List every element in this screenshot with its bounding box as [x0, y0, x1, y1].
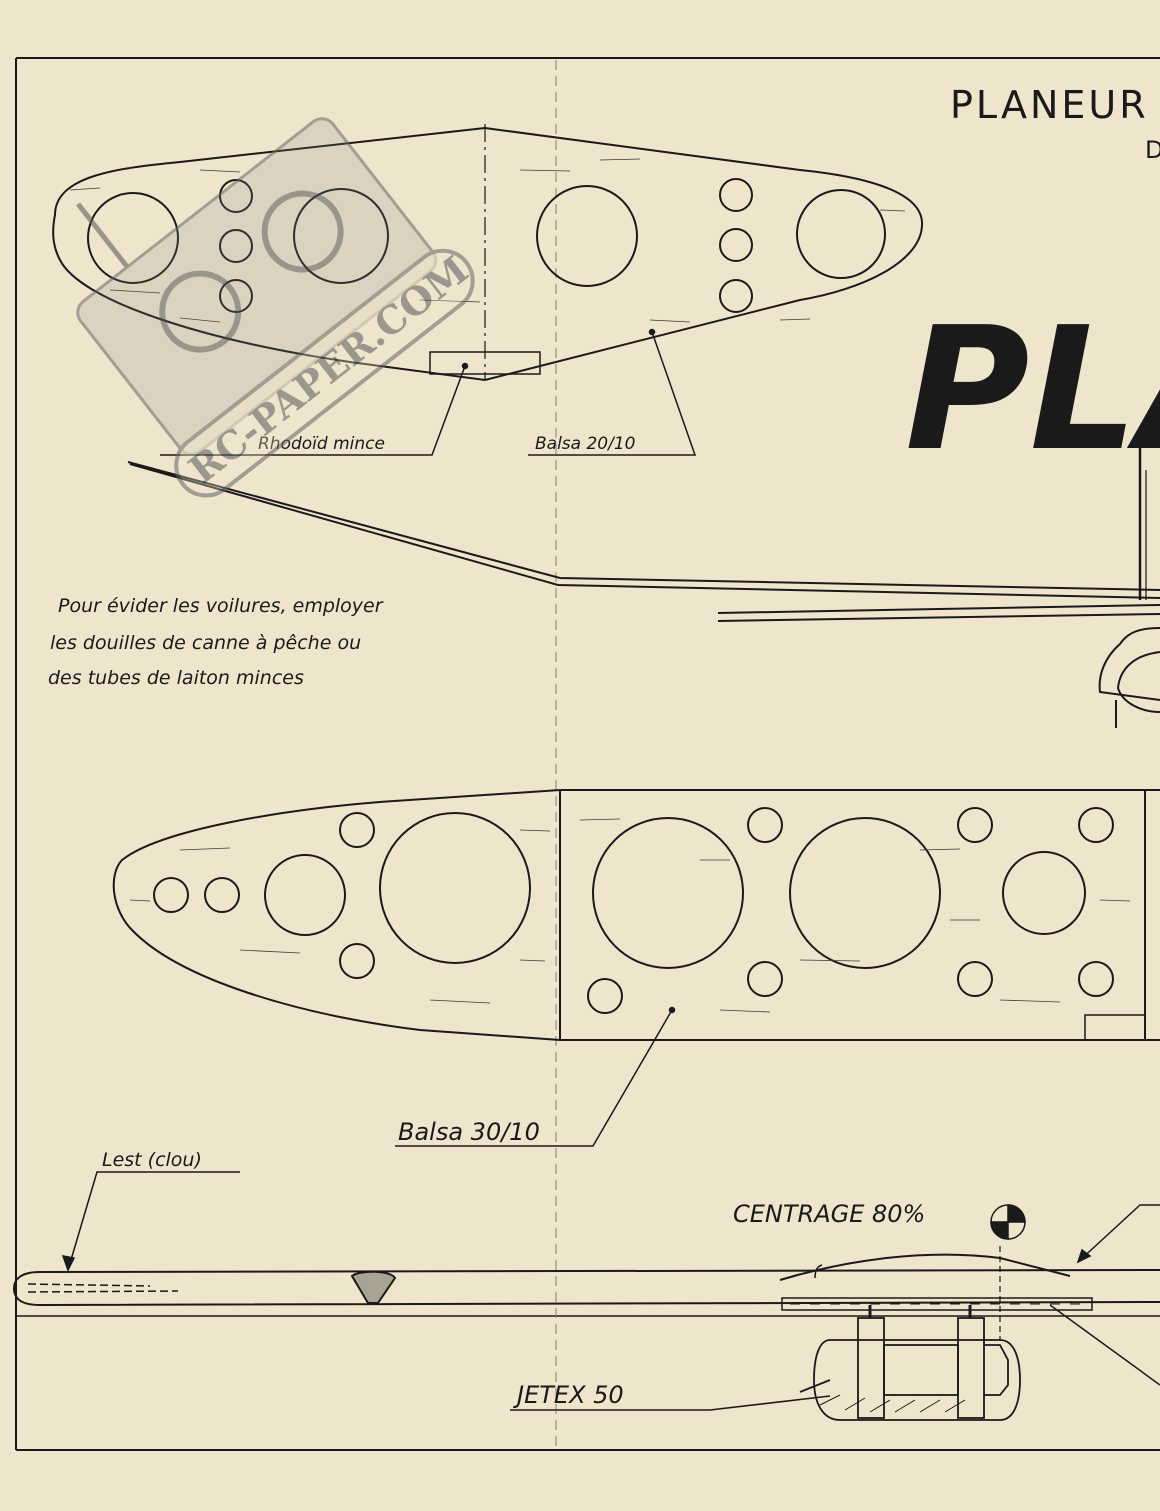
lest-label: Lest (clou)	[102, 1149, 202, 1171]
plan-subtitle: D	[1145, 136, 1160, 164]
balsa-wing-label: Balsa 30/10	[398, 1118, 540, 1146]
rc-paper-watermark: RC-PAPER.COM	[76, 117, 476, 498]
wing-leader	[395, 1006, 676, 1147]
lest-nail	[27, 1283, 179, 1293]
jetex-mount-plate	[781, 1297, 1093, 1311]
wing-outline	[112, 789, 1160, 1041]
tailplane-drawing	[52, 124, 924, 382]
note-line-1: Pour évider les voilures, employer	[58, 595, 384, 617]
note-line-3: des tubes de laiton minces	[48, 667, 304, 689]
note-line-2: les douilles de canne à pêche ou	[50, 632, 361, 654]
wing-saddle	[350, 1270, 397, 1304]
rhodoid-patch	[429, 351, 541, 375]
lest-leader	[61, 1171, 240, 1272]
tailplane-outline	[52, 126, 924, 382]
wing-root-patch	[1084, 1014, 1146, 1041]
fuselage-boom	[12, 1269, 1160, 1307]
tail-leaders	[160, 328, 697, 456]
wing-grain	[129, 818, 1131, 1013]
big-title: PLA	[905, 291, 1160, 489]
fuselage-front	[1098, 627, 1160, 701]
front-wing-dihedral	[127, 461, 1160, 599]
jetex-motor	[799, 1305, 1021, 1421]
jetex-leader	[510, 1395, 831, 1411]
wing-drawing	[112, 789, 1160, 1041]
jetex-body	[813, 1339, 1021, 1421]
jetex-label: JETEX 50	[513, 1381, 624, 1409]
fuselage-side	[12, 1246, 1160, 1340]
front-view-drawing	[127, 440, 1160, 728]
wing-profile-side	[779, 1253, 1071, 1281]
balsa-tail-label: Balsa 20/10	[535, 434, 635, 454]
plan-title: PLANEUR	[950, 83, 1149, 127]
centrage-label: CENTRAGE 80%	[733, 1200, 925, 1228]
tailplane-grain	[69, 158, 906, 323]
right-leaders	[1049, 1204, 1160, 1386]
cg-symbol	[990, 1204, 1026, 1240]
